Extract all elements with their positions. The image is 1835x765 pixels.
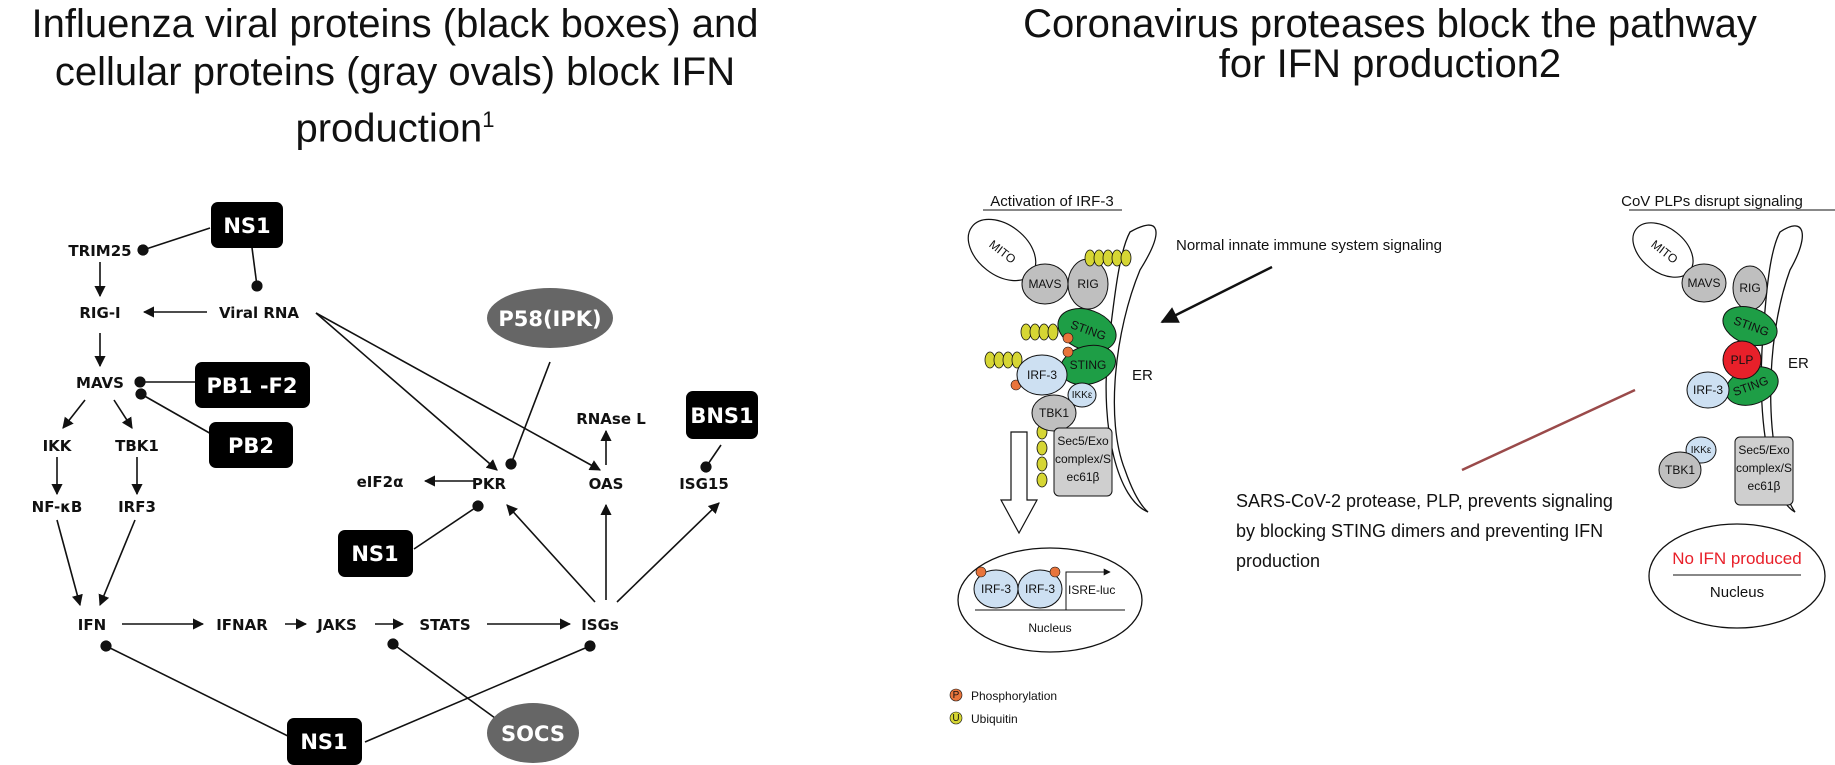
panel-b-sec5-2: complex/S [1736,461,1792,475]
box-pb2: PB2 [228,434,274,458]
box-ns1-bottom: NS1 [300,730,347,754]
ikke-protein [1067,382,1097,408]
panel-a-sec5-2: complex/S [1055,452,1111,466]
panel-a-mavs: MAVS [1028,277,1061,291]
irf3-protein [1016,354,1068,396]
viral-protein-boxes: NS1 PB1 -F2 PB2 BNS1 NS1 NS1 [195,202,758,765]
tbk1-protein-b [1658,451,1702,489]
irf3-protein-b [1686,371,1730,409]
sec5-complex [1053,427,1113,497]
oval-p58ipk: P58(IPK) [498,307,601,331]
node-irf3: IRF3 [118,498,156,516]
panel-b-mavs: MAVS [1687,276,1720,290]
panel-b-sec5-1: Sec5/Exo [1738,443,1790,457]
node-trim25: TRIM25 [68,242,131,260]
plp-protein [1722,340,1762,380]
node-nf-kb: NF-κB [32,498,83,516]
legend-p-symbol: P [953,690,960,701]
panel-a-sec5-3: ec61β [1067,470,1100,484]
influenza-pathway: TRIM25 Viral RNA RIG-I MAVS IKK TBK1 NF-… [32,202,758,765]
panel-a-nuc-irf3-1: IRF-3 [981,582,1011,596]
node-eif2a: eIF2α [357,473,404,491]
panel-b-rig: RIG [1739,281,1760,295]
node-ikk: IKK [43,437,73,455]
mavs-protein-b [1681,263,1727,303]
panel-a-nucleus: Nucleus [1028,621,1071,635]
panel-disrupted: CoV PLPs disrupt signaling ER MITO MAVS … [1621,193,1835,629]
node-mavs: MAVS [76,374,124,392]
inhibition-lines [100,227,722,743]
panel-b-tbk1: TBK1 [1665,463,1695,477]
box-pb1-f2: PB1 -F2 [207,374,298,398]
activation-arrows [51,262,720,630]
cellular-protein-ovals: P58(IPK) SOCS [487,288,613,763]
sars-note-line3: production [1236,551,1320,571]
left-title: Influenza viral proteins (black boxes) a… [31,2,759,151]
panel-b-irf3: IRF-3 [1693,383,1723,397]
sars-note-line2: by blocking STING dimers and preventing … [1236,521,1603,541]
node-tbk1: TBK1 [115,437,159,455]
normal-signaling-label: Normal innate immune system signaling [1176,237,1442,254]
translocation-arrow [999,431,1039,535]
legend-ubiquitin: Ubiquitin [971,712,1018,726]
no-ifn-label: No IFN produced [1672,549,1801,568]
sars-note-line1: SARS-CoV-2 protease, PLP, prevents signa… [1236,491,1613,511]
panel-a-rig: RIG [1077,277,1098,291]
ubiquitin-chains [984,249,1132,488]
box-bns1: BNS1 [690,404,753,428]
node-ifn: IFN [78,616,106,634]
panel-a-nuc-irf3-2: IRF-3 [1025,582,1055,596]
legend-phosphorylation: Phosphorylation [971,689,1057,703]
panel-a-isre: ISRE-luc [1068,583,1115,597]
node-jaks: JAKS [316,616,357,634]
normal-signaling-arrow [1160,265,1273,324]
legend-u-symbol: U [952,713,959,724]
node-rnase-l: RNAse L [576,410,646,428]
panel-b-er: ER [1788,355,1809,372]
panel-b-nucleus: Nucleus [1710,584,1764,601]
panel-b-header: CoV PLPs disrupt signaling [1621,193,1803,210]
panel-activation: Activation of IRF-3 ER MITO MAVS RIG STI… [949,193,1157,726]
panel-a-ikke: IKKε [1072,390,1093,401]
node-isgs: ISGs [581,616,619,634]
node-oas: OAS [589,475,624,493]
panel-a-header: Activation of IRF-3 [990,193,1113,210]
sec5-complex-b [1734,436,1794,506]
panel-a-sting-lower: STING [1070,358,1107,372]
node-ifnar: IFNAR [216,616,268,634]
node-pkr: PKR [472,475,507,493]
sars-connector-line [1461,388,1636,472]
panel-b-ikke: IKKε [1691,445,1712,456]
panel-a-sec5-1: Sec5/Exo [1057,434,1109,448]
box-ns1-mid: NS1 [351,542,398,566]
panel-a-irf3: IRF-3 [1027,368,1057,382]
nuclear-irf3-2 [1017,569,1063,609]
oval-socs: SOCS [501,722,565,746]
nucleus-b [1648,523,1826,629]
panel-a-tbk1: TBK1 [1039,406,1069,420]
panel-a-er: ER [1132,367,1153,384]
panel-b-plp: PLP [1731,353,1754,367]
node-viral-rna: Viral RNA [219,304,299,322]
node-stats: STATS [419,616,470,634]
panel-b-sec5-3: ec61β [1748,479,1781,493]
box-ns1-top: NS1 [223,214,270,238]
node-isg15: ISG15 [679,475,729,493]
node-rig-i: RIG-I [79,304,120,322]
